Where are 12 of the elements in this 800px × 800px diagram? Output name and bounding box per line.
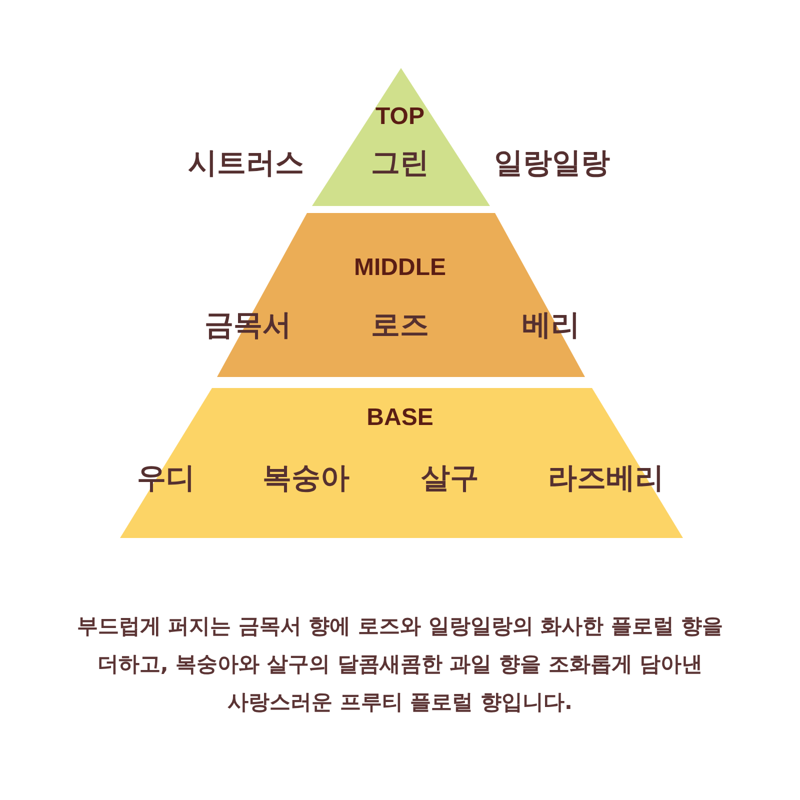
tier-heading: TOP bbox=[376, 103, 424, 131]
note-label: 복숭아 bbox=[262, 461, 350, 495]
tier-heading: BASE bbox=[366, 404, 434, 432]
pyramid-tier bbox=[120, 388, 683, 538]
tier-heading: MIDDLE bbox=[354, 254, 446, 282]
caption: 부드럽게 퍼지는 금목서 향에 로즈와 일랑일랑의 화사한 플로럴 향을 더하고, 복숭아와 살구의 달콤새콤한 과일 향을 조화롭게 담아낸 사랑스러운 프루티 플로럴 향입니다. bbox=[76, 613, 724, 716]
note-label: 그린 bbox=[371, 146, 429, 180]
note-label: 시트러스 bbox=[188, 146, 304, 180]
pyramid-tier bbox=[312, 68, 490, 206]
note-label: 살구 bbox=[421, 461, 479, 495]
note-label: 일랑일랑 bbox=[494, 146, 610, 180]
note-label: 로즈 bbox=[371, 308, 429, 342]
